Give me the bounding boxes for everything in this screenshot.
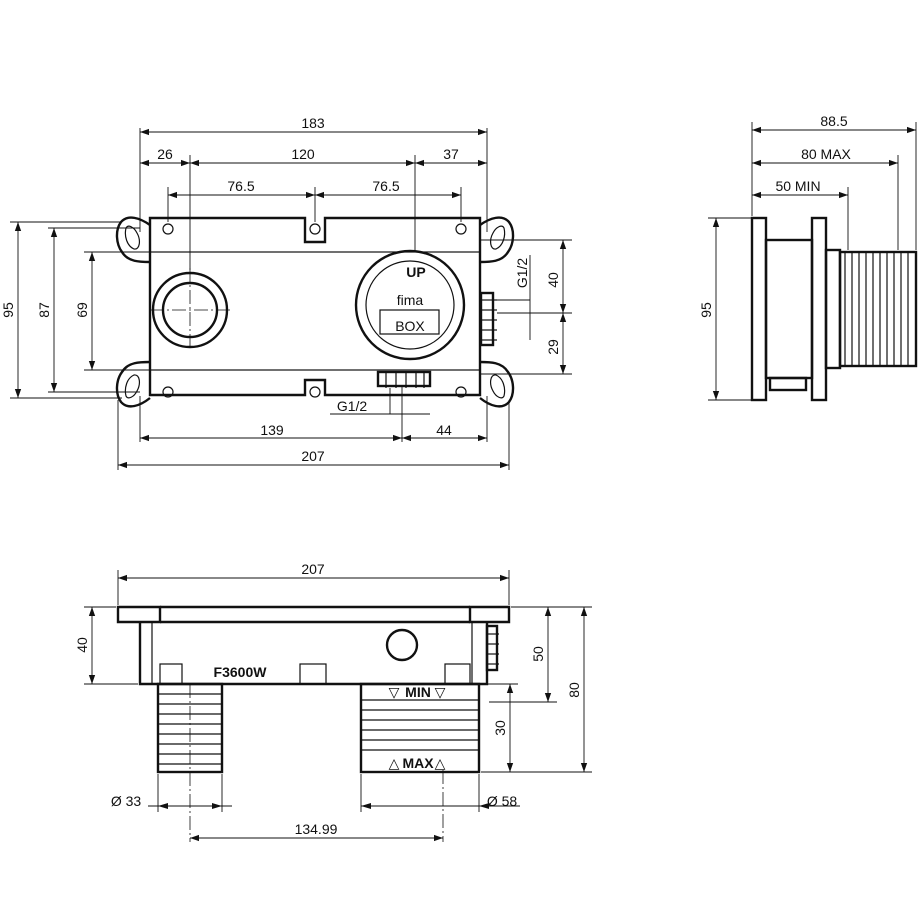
dim-134-99: 134.99 xyxy=(295,821,338,837)
logo-box: BOX xyxy=(395,318,425,334)
min-label: MIN xyxy=(405,684,431,700)
max-arrow-right-icon: △ xyxy=(435,755,446,771)
model-label: F3600W xyxy=(214,664,268,680)
top-port xyxy=(385,628,419,662)
dim-30-top: 30 xyxy=(492,720,508,736)
min-arrow-right-icon: ▽ xyxy=(435,684,446,700)
side-sleeve xyxy=(838,250,918,368)
dim-44: 44 xyxy=(436,422,452,438)
front-body-inner xyxy=(149,251,481,371)
side-thread-connector xyxy=(479,291,497,347)
dim-139: 139 xyxy=(260,422,284,438)
dim-69: 69 xyxy=(74,302,90,318)
min-arrow-left-icon: ▽ xyxy=(389,684,400,700)
top-body xyxy=(138,622,489,686)
dim-95-side: 95 xyxy=(698,302,714,318)
dim-29-right: 29 xyxy=(545,339,561,355)
front-view: UP fima BOX 18 xyxy=(0,115,572,470)
side-plate xyxy=(750,216,768,402)
dim-80-max: 80 MAX xyxy=(801,146,851,162)
dim-88-5: 88.5 xyxy=(820,113,847,129)
logo-up: UP xyxy=(406,264,425,280)
dim-76-5-left: 76.5 xyxy=(227,178,254,194)
ear-bottom-right xyxy=(479,360,515,408)
top-view: F3600W MIN ▽ ▽ MAX △ △ 207 xyxy=(74,561,592,842)
dim-dia-33: Ø 33 xyxy=(111,793,142,809)
dim-40-right: 40 xyxy=(545,272,561,288)
dim-80-top: 80 xyxy=(566,682,582,698)
max-arrow-left-icon: △ xyxy=(389,755,400,771)
right-sleeve xyxy=(359,682,481,774)
front-body-outline xyxy=(148,216,482,397)
ear-top-right xyxy=(479,216,515,264)
dim-26: 26 xyxy=(157,146,173,162)
dim-95-front: 95 xyxy=(0,302,16,318)
valve-dial-inner xyxy=(365,260,455,350)
dim-183: 183 xyxy=(301,115,325,131)
mounting-holes xyxy=(162,223,467,398)
dim-50-min: 50 MIN xyxy=(775,178,820,194)
dim-87: 87 xyxy=(36,302,52,318)
dim-dia-58: Ø 58 xyxy=(487,793,518,809)
valve-dial-outer xyxy=(354,249,466,361)
dim-40-top: 40 xyxy=(74,637,90,653)
dim-37: 37 xyxy=(443,146,459,162)
dim-120: 120 xyxy=(291,146,315,162)
thread-side-label: G1/2 xyxy=(514,258,530,289)
dim-207-top: 207 xyxy=(301,561,325,577)
logo-fima: fima xyxy=(397,292,424,308)
side-view: 88.5 80 MAX 50 MIN 95 xyxy=(698,113,918,402)
top-flange xyxy=(116,605,511,624)
dim-50-top: 50 xyxy=(530,646,546,662)
max-label: MAX xyxy=(402,755,434,771)
ear-top-left xyxy=(115,216,151,264)
thread-bottom-label: G1/2 xyxy=(337,398,368,414)
ear-bottom-left xyxy=(115,360,151,408)
dim-207-front: 207 xyxy=(301,448,325,464)
dim-76-5-right: 76.5 xyxy=(372,178,399,194)
bottom-thread-connector xyxy=(376,370,432,388)
